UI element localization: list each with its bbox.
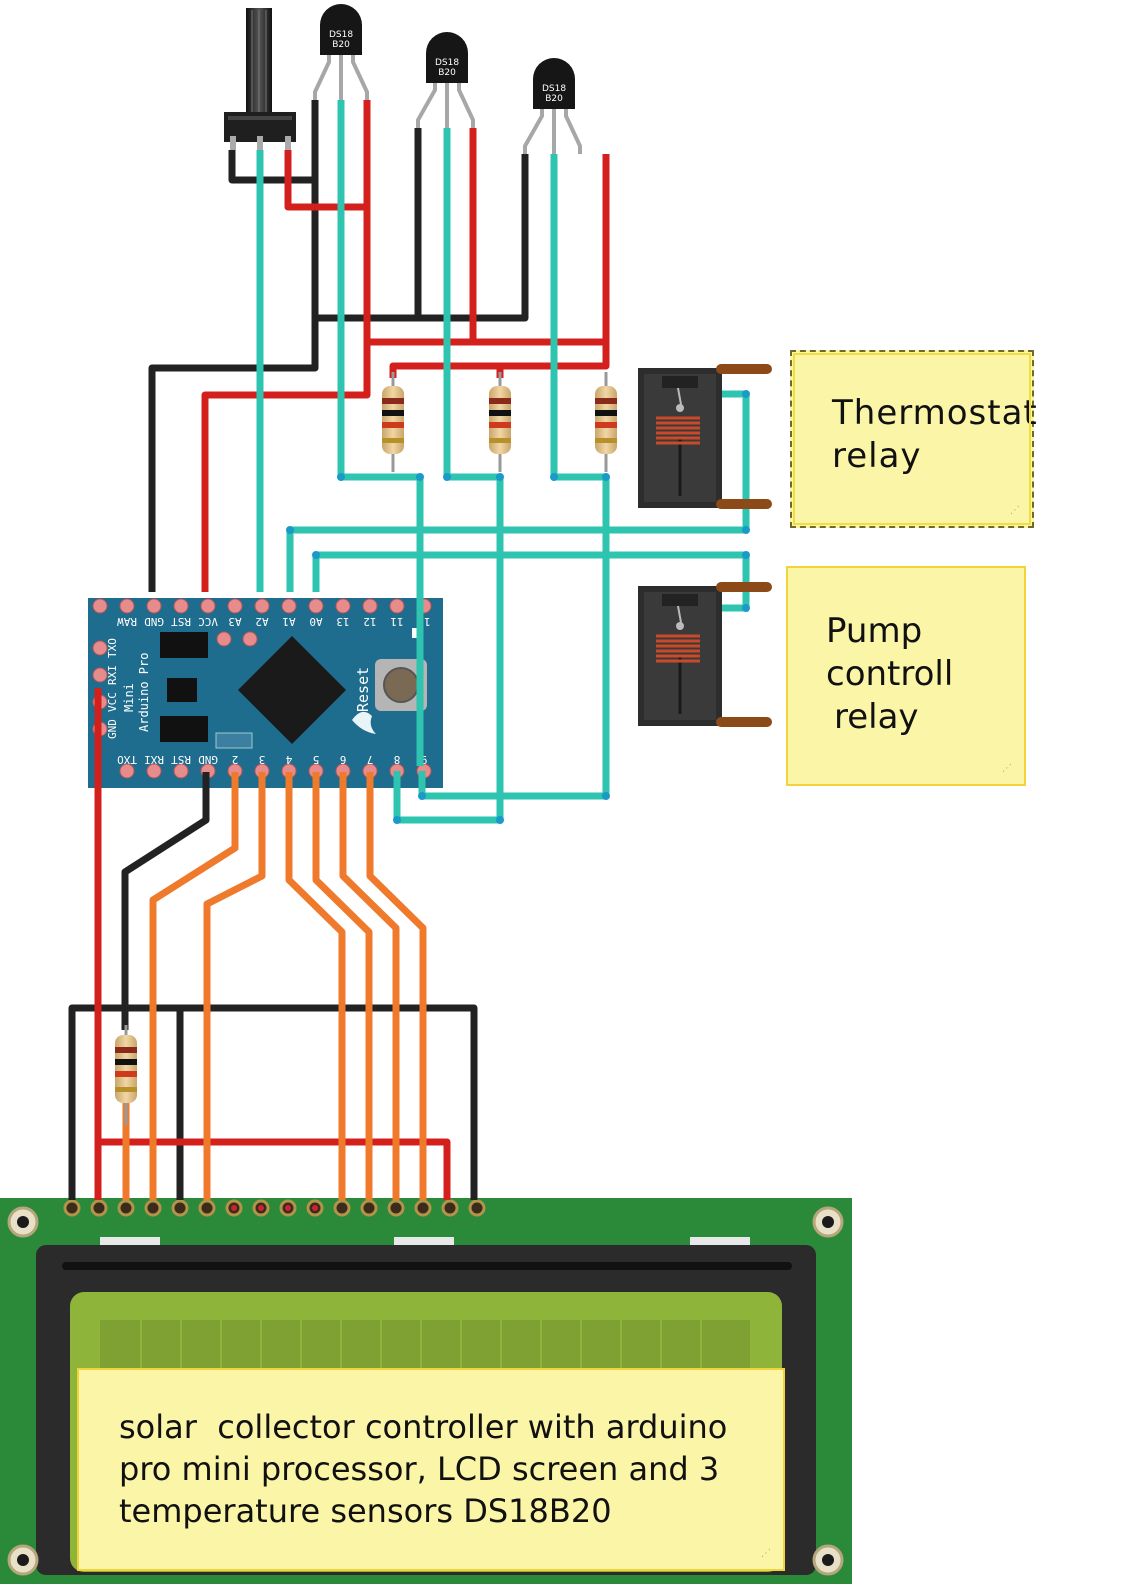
reset-label: Reset <box>354 667 372 712</box>
pin-label-bottom: 4 <box>285 753 292 766</box>
temperature-sensor-icon: DS18 B20 <box>523 58 582 154</box>
temperature-sensor-icon: DS18 B20 <box>313 4 369 100</box>
thermostat-note-line2: relay <box>832 436 922 476</box>
resistor-icon <box>382 372 404 472</box>
description-line1: solar collector controller with arduino <box>119 1408 728 1446</box>
mcu-chip <box>238 636 346 744</box>
lcd-data-wires <box>122 772 427 1200</box>
resize-grip-icon[interactable]: ⋰ <box>1002 763 1012 774</box>
resize-grip-icon[interactable]: ⋰ <box>1010 505 1021 516</box>
pin-label-bottom: 2 <box>232 753 239 766</box>
pump-relay-note: Pump controll relay ⋰ <box>786 566 1026 786</box>
wire-endpoints <box>286 390 750 824</box>
pin-label-top: A2 <box>255 615 268 628</box>
sensor-3-label-line2: B20 <box>545 94 563 104</box>
pump-note-line1: Pump <box>826 611 923 651</box>
pin-label-left: RXI <box>106 665 119 685</box>
pin-label-bottom: 6 <box>340 753 347 766</box>
pin-label-bottom: 8 <box>394 753 401 766</box>
potentiometer-icon <box>224 8 296 150</box>
pin-label-left: VCC <box>106 692 119 712</box>
pin-label-top: 12 <box>363 615 376 628</box>
pin-label-top: GRN <box>90 585 110 598</box>
pump-note-line2: controll <box>826 654 954 694</box>
pump-note-line3: relay <box>834 697 919 737</box>
description-line3: temperature sensors DS18B20 <box>119 1492 612 1530</box>
pin-label-bottom: 7 <box>367 753 374 766</box>
pin-label-bottom: 9 <box>421 753 428 766</box>
pin-label-top: RST <box>171 615 191 628</box>
pin-label-bottom: 5 <box>313 753 320 766</box>
description-line2: pro mini processor, LCD screen and 3 <box>119 1450 720 1488</box>
pin-label-top: 13 <box>336 615 349 628</box>
pin-label-top: A3 <box>228 615 241 628</box>
pin-label-bottom: RXI <box>144 753 164 766</box>
sensor-1-label-line1: DS18 <box>329 30 353 40</box>
reset-button[interactable] <box>383 667 419 703</box>
pin-label-top: VCC <box>198 615 218 628</box>
board-name-line1: Arduino Pro <box>137 653 151 732</box>
resistor-icon <box>115 1025 137 1125</box>
relay-icon <box>638 364 772 509</box>
sensor-3-label-line1: DS18 <box>542 84 566 94</box>
resize-grip-icon[interactable]: ⋰ <box>761 1548 771 1559</box>
description-note: solar collector controller with arduino … <box>77 1368 785 1571</box>
resistor-icon <box>489 372 511 472</box>
lcd-header-pins <box>63 1199 486 1217</box>
pin-label-top: RAW <box>117 615 137 628</box>
pin-label-bottom: RST <box>171 753 191 766</box>
pin-label-top: A0 <box>309 615 322 628</box>
pin-label-bottom: 3 <box>259 753 266 766</box>
sensor-2-label-line2: B20 <box>438 68 456 78</box>
temperature-sensor-icon: DS18 B20 <box>416 32 475 128</box>
signal-wires <box>256 100 750 824</box>
thermostat-relay-note: Thermostat relay ⋰ <box>790 350 1038 528</box>
pin-label-top: A1 <box>282 615 295 628</box>
sensor-1-label-line2: B20 <box>332 40 350 50</box>
board-name-line2: Mini <box>122 683 136 712</box>
microcontroller-icon: Arduino Pro Mini Reset GRN RAW GND RST VCC A3… <box>88 585 443 788</box>
sensor-2-label-line1: DS18 <box>435 58 459 68</box>
pin-label-bottom: GND <box>198 753 218 766</box>
pin-label-top: GND <box>144 615 164 628</box>
pin-label-bottom: TXO <box>117 753 137 766</box>
pin-label-left: TXO <box>106 638 119 658</box>
pin-label-left: GND <box>106 719 119 739</box>
resistor-icon <box>595 372 617 472</box>
thermostat-note-line1: Thermostat <box>832 393 1038 433</box>
pin-label-top: 11 <box>390 615 403 628</box>
relay-icon <box>638 582 772 727</box>
